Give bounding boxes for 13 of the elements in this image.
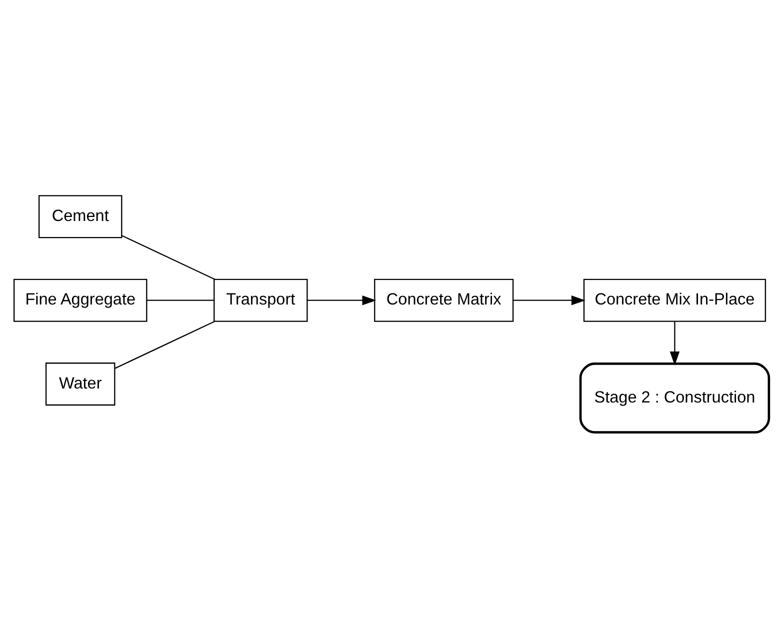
connector [146,299,214,300]
node-box: Transport [214,278,308,322]
connector [122,234,216,280]
node-box: Fine Aggregate [13,278,148,322]
arrow [670,321,680,365]
node-box: Water [45,362,116,406]
node-box: Concrete Mix In-Place [583,278,766,322]
arrow [513,294,586,305]
arrow [307,294,376,305]
connector [114,320,215,368]
node-box: Concrete Matrix [374,278,514,322]
node-box: Cement [38,194,122,238]
node-box: Stage 2 : Construction [579,362,770,434]
